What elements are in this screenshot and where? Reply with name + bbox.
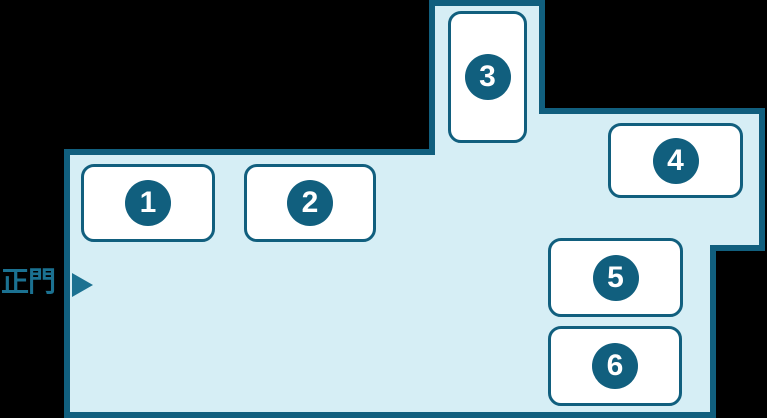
building-card-1: 1 bbox=[81, 164, 215, 242]
building-card-3: 3 bbox=[448, 11, 527, 143]
building-number-badge: 4 bbox=[652, 137, 699, 184]
building-number-badge: 5 bbox=[592, 254, 639, 301]
building-card-4: 4 bbox=[608, 123, 743, 198]
building-card-5: 5 bbox=[548, 238, 683, 317]
building-number-badge: 2 bbox=[287, 180, 333, 226]
building-card-6: 6 bbox=[548, 326, 682, 406]
building-number-badge: 1 bbox=[125, 180, 171, 226]
main-gate-label: 正門 bbox=[1, 266, 56, 297]
building-number-badge: 6 bbox=[592, 343, 638, 389]
building-card-2: 2 bbox=[244, 164, 376, 242]
right-arrow-icon bbox=[72, 273, 93, 297]
building-number-badge: 3 bbox=[464, 54, 511, 100]
